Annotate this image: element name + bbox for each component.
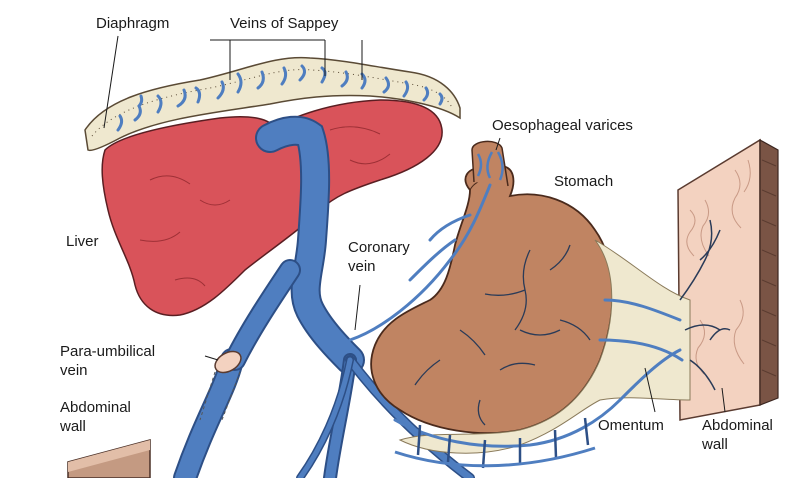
abdominal-wall-left-block: [68, 440, 150, 478]
label-coronary-vein-line2: vein: [348, 257, 410, 276]
oesophagus: [472, 141, 508, 186]
label-coronary-vein: Coronary vein: [348, 238, 410, 276]
label-para-umbilical-line2: vein: [60, 361, 155, 380]
label-abdominal-wall-left-line2: wall: [60, 417, 131, 436]
label-liver: Liver: [66, 232, 99, 251]
label-diaphragm: Diaphragm: [96, 14, 169, 33]
label-coronary-vein-line1: Coronary: [348, 238, 410, 257]
label-abdominal-wall-right: Abdominal wall: [702, 416, 773, 454]
label-veins-of-sappey: Veins of Sappey: [230, 14, 338, 33]
label-abdominal-wall-left: Abdominal wall: [60, 398, 131, 436]
label-abdominal-wall-right-line2: wall: [702, 435, 773, 454]
label-abdominal-wall-left-line1: Abdominal: [60, 398, 131, 417]
label-oesophageal-varices: Oesophageal varices: [492, 116, 633, 135]
label-para-umbilical-vein: Para-umbilical vein: [60, 342, 155, 380]
stomach-shape: [371, 166, 612, 433]
label-para-umbilical-line1: Para-umbilical: [60, 342, 155, 361]
label-omentum: Omentum: [598, 416, 664, 435]
label-abdominal-wall-right-line1: Abdominal: [702, 416, 773, 435]
label-stomach: Stomach: [554, 172, 613, 191]
